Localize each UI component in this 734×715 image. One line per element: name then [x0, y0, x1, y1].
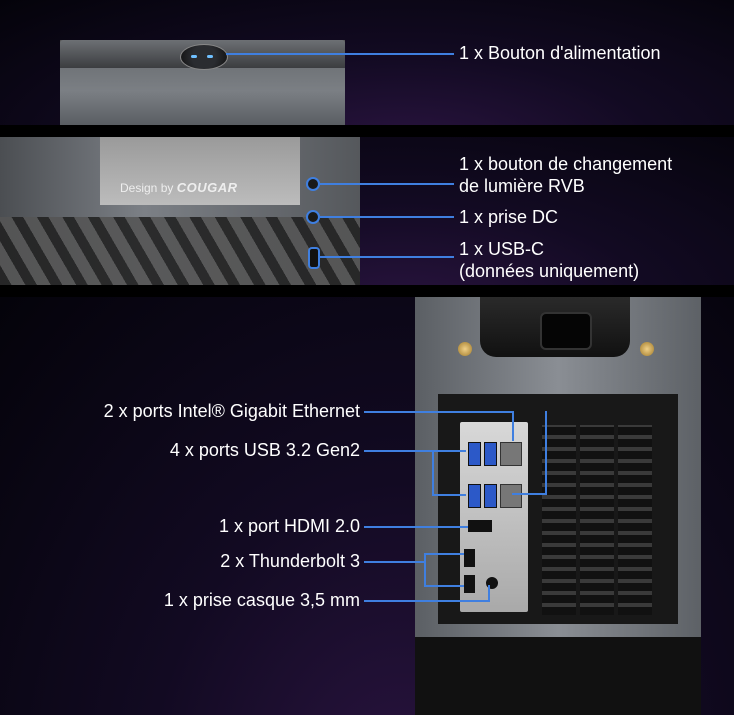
label-headphone: 1 x prise casque 3,5 mm	[163, 590, 360, 610]
label-rgb-line2: de lumière RVB	[459, 176, 585, 196]
power-button-icon	[180, 44, 228, 70]
leader-line-ethernet	[364, 411, 514, 413]
leader-line-usb	[364, 450, 466, 452]
top-view-panel: 1 x Bouton d'alimentation	[0, 0, 734, 125]
brand-mark: Design by COUGAR	[120, 180, 238, 195]
usb-c-port-icon	[308, 247, 320, 269]
rgb-button-icon	[306, 177, 320, 191]
brand-prefix: Design by	[120, 181, 174, 195]
antenna-connector-icon	[640, 342, 654, 356]
power-socket-icon	[540, 312, 592, 350]
ethernet-port-icon	[500, 484, 522, 508]
leader-line-thunderbolt	[424, 585, 464, 587]
label-thunderbolt: 2 x Thunderbolt 3	[220, 551, 360, 571]
label-rgb-line1: 1 x bouton de changement	[459, 154, 673, 174]
antenna-connector-icon	[458, 342, 472, 356]
label-dc-jack: 1 x prise DC	[459, 207, 559, 227]
leader-line-usbc	[318, 256, 454, 258]
case-side-window	[100, 137, 300, 205]
thunderbolt-port-icon	[464, 575, 475, 593]
leader-line-thunderbolt	[424, 553, 464, 555]
leader-line-usb	[432, 494, 466, 496]
leader-line-hdmi	[364, 526, 468, 528]
rear-view-panel: 2 x ports Intel® Gigabit Ethernet 4 x po…	[0, 297, 734, 715]
leader-line-usb	[432, 450, 434, 496]
case-foot	[415, 637, 701, 715]
leader-line-rgb	[320, 183, 454, 185]
leader-line-dc	[320, 216, 454, 218]
leader-line-ethernet	[512, 411, 514, 441]
pcie-slot-cover	[618, 425, 652, 615]
thunderbolt-port-icon	[464, 549, 475, 567]
usb-port-icon	[484, 442, 497, 466]
pcie-slot-cover	[542, 425, 576, 615]
power-led-icon	[191, 55, 197, 58]
leader-line-thunderbolt	[424, 553, 426, 587]
leader-line-power	[226, 53, 454, 55]
usb-port-icon	[468, 484, 481, 508]
label-usb: 4 x ports USB 3.2 Gen2	[169, 440, 360, 460]
dc-jack-icon	[306, 210, 320, 224]
label-usbc-line1: 1 x USB-C	[459, 239, 545, 259]
side-view-panel: Design by COUGAR 1 x bouton de changemen…	[0, 137, 734, 285]
label-power-button: 1 x Bouton d'alimentation	[459, 43, 661, 63]
power-led-icon	[207, 55, 213, 58]
leader-line-headphone	[488, 585, 490, 602]
ethernet-port-icon	[500, 442, 522, 466]
pcie-slot-cover	[580, 425, 614, 615]
leader-line-ethernet	[545, 411, 547, 495]
label-usbc-line2: (données uniquement)	[459, 261, 640, 281]
leader-line-ethernet	[512, 493, 547, 495]
label-hdmi: 1 x port HDMI 2.0	[218, 516, 360, 536]
leader-line-headphone	[364, 600, 488, 602]
hdmi-port-icon	[468, 520, 492, 532]
case-side-grille	[0, 217, 360, 285]
leader-line-thunderbolt	[364, 561, 424, 563]
label-ethernet: 2 x ports Intel® Gigabit Ethernet	[103, 401, 360, 421]
usb-port-icon	[484, 484, 497, 508]
usb-port-icon	[468, 442, 481, 466]
brand-logo: COUGAR	[176, 180, 238, 195]
